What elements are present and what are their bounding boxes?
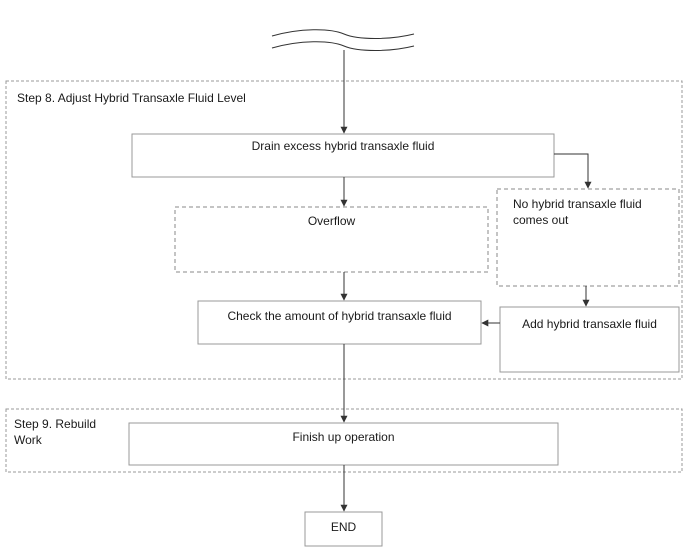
check-label: Check the amount of hybrid transaxle flu… [227, 309, 452, 323]
step9-title: Step 9. Rebuild Work [14, 417, 97, 447]
arrow-drain-to-no-fluid [554, 153, 592, 189]
end-label: END [330, 520, 357, 534]
end-box [304, 511, 383, 547]
finish-box [128, 422, 559, 466]
break-symbol-top [271, 29, 415, 39]
add-box [499, 306, 680, 373]
drain-box [131, 133, 555, 178]
no-fluid-label: No hybrid transaxle fluid comes out [513, 197, 642, 227]
overflow-label: Overflow [307, 214, 356, 228]
overflow-box [174, 206, 489, 273]
break-symbol-bottom [271, 41, 415, 51]
drain-label: Drain excess hybrid transaxle fluid [251, 139, 435, 153]
check-box [197, 300, 482, 345]
finish-label: Finish up operation [292, 430, 395, 444]
add-label: Add hybrid transaxle fluid [522, 317, 657, 331]
no-fluid-box [496, 188, 680, 287]
step8-title: Step 8. Adjust Hybrid Transaxle Fluid Le… [17, 91, 246, 105]
